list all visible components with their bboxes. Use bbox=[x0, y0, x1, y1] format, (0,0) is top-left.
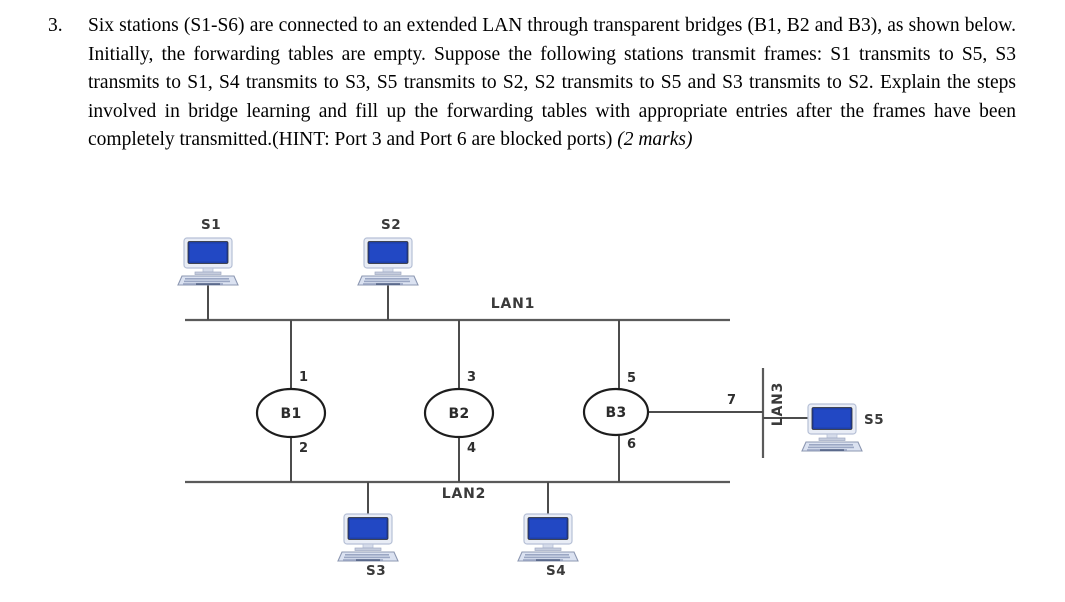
bridge-b2-label: B2 bbox=[448, 406, 469, 422]
question-text: Six stations (S1-S6) are connected to an… bbox=[88, 12, 1016, 155]
s5-label: S5 bbox=[864, 412, 884, 428]
bridge-b1-label: B1 bbox=[280, 406, 301, 422]
station-s4: S4 bbox=[517, 513, 579, 579]
question-number: 3. bbox=[48, 15, 63, 36]
s4-label: S4 bbox=[546, 563, 566, 579]
s5-computer-icon bbox=[801, 403, 863, 452]
question-block: 3. Six stations (S1-S6) are connected to… bbox=[48, 12, 1016, 155]
lan2-label: LAN2 bbox=[442, 486, 486, 502]
bridge-b2-shape bbox=[423, 387, 495, 439]
station-s2: S2 bbox=[357, 217, 419, 286]
network-topology-diagram: B1 1 2 B2 3 4 B3 5 6 7 LAN1 LAN2 LAN3 S1… bbox=[0, 196, 1065, 602]
port-1-label: 1 bbox=[299, 370, 308, 385]
lan3-label: LAN3 bbox=[770, 382, 786, 426]
port-7-label: 7 bbox=[727, 393, 736, 408]
question-row: 3. Six stations (S1-S6) are connected to… bbox=[48, 12, 1016, 155]
bridge-b1-shape bbox=[255, 387, 327, 439]
port-5-label: 5 bbox=[627, 371, 636, 386]
bridge-b3-shape bbox=[582, 387, 650, 437]
s2-label: S2 bbox=[381, 217, 401, 233]
s4-computer-icon bbox=[517, 513, 579, 562]
port-2-label: 2 bbox=[299, 441, 308, 456]
question-marks: (2 marks) bbox=[617, 129, 693, 150]
port-3-label: 3 bbox=[467, 370, 476, 385]
station-s1: S1 bbox=[177, 217, 239, 286]
question-body: Six stations (S1-S6) are connected to an… bbox=[88, 15, 1016, 150]
s3-computer-icon bbox=[337, 513, 399, 562]
s2-computer-icon bbox=[357, 237, 419, 286]
s3-label: S3 bbox=[366, 563, 386, 579]
port-6-label: 6 bbox=[627, 437, 636, 452]
s1-label: S1 bbox=[201, 217, 221, 233]
station-s3: S3 bbox=[337, 513, 399, 579]
station-s5: S5 bbox=[801, 403, 884, 452]
s1-computer-icon bbox=[177, 237, 239, 286]
bridge-b3-label: B3 bbox=[605, 405, 626, 421]
lan1-label: LAN1 bbox=[491, 296, 535, 312]
port-4-label: 4 bbox=[467, 441, 476, 456]
